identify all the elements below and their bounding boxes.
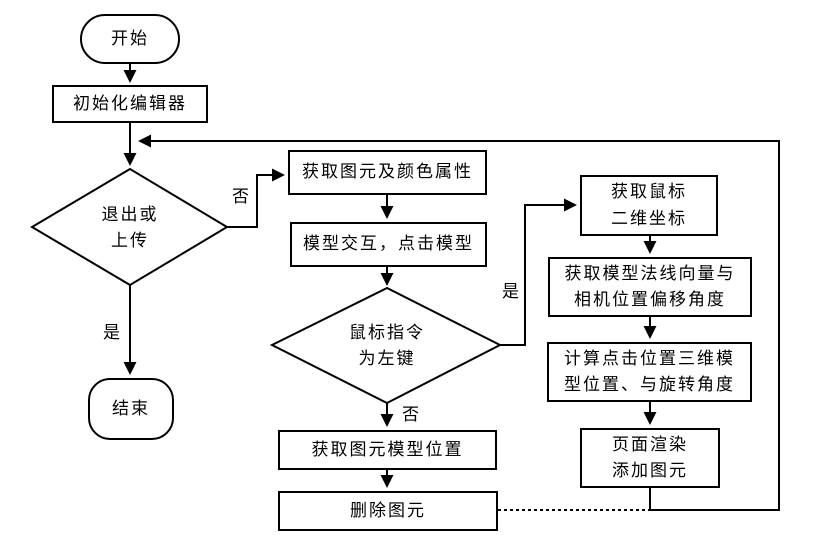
mouse-no-label: 否 [402,405,420,424]
exit-upload-decision-label: 退出或 上传 [101,204,159,250]
exit-upload-decision-shape [30,167,229,287]
edge-exit-no [227,168,285,228]
get-primitive-position-node: 获取图元模型位置 [278,430,497,470]
get-normal-offset-node: 获取模型法线向量与 相机位置偏移角度 [548,257,752,317]
start-node: 开始 [80,14,180,64]
get-mouse-coord-node: 获取鼠标 二维坐标 [580,175,718,236]
exit-yes-label: 是 [103,323,121,342]
delete-primitive-node: 删除图元 [278,491,498,531]
end-node: 结束 [88,378,174,440]
mouse-left-decision-shape [269,286,503,405]
edge-feedback-loop [138,134,780,511]
calc-click-position-node: 计算点击位置三维模 型位置、与旋转角度 [547,342,752,402]
edge-mouse-yes [500,198,577,346]
get-primitive-color-node: 获取图元及颜色属性 [288,150,487,195]
mouse-yes-label: 是 [502,282,520,301]
init-editor-node: 初始化编辑器 [52,85,208,123]
mouse-left-decision-label: 鼠标指令 为左键 [349,322,425,368]
exit-no-label: 否 [232,187,250,206]
model-interaction-node: 模型交互，点击模型 [290,222,487,267]
render-page-node: 页面渲染 添加图元 [580,428,720,488]
